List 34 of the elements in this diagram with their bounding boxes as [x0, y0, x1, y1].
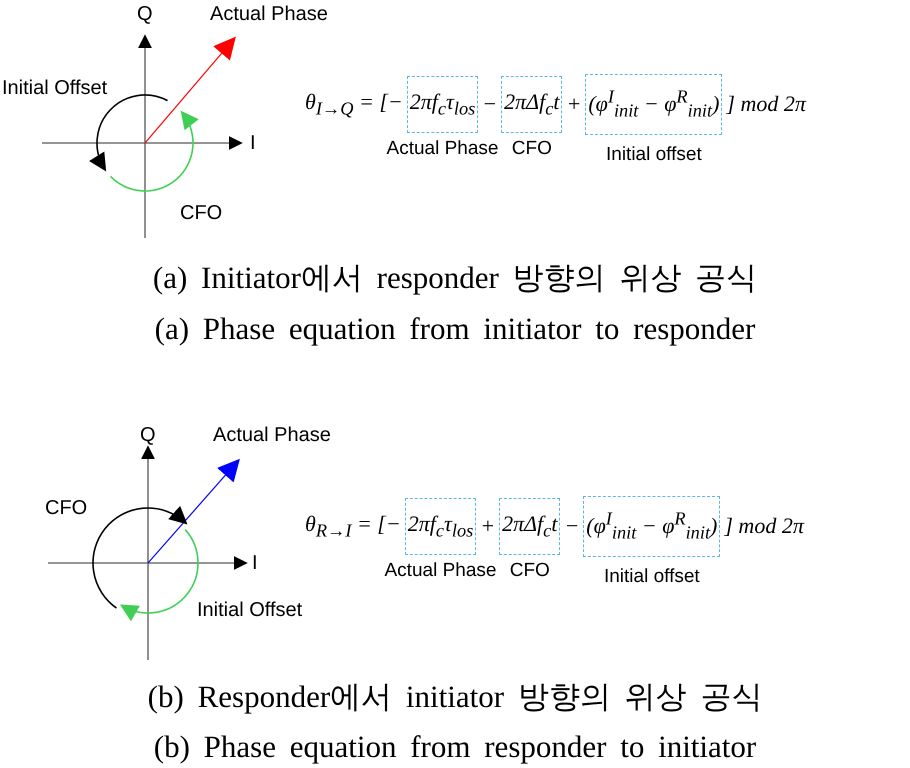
equation-term: (φ$^{I}$$_{init}$ − φ$^{R}$$_{init}$): [588, 91, 720, 116]
axis-label: Initial Offset: [197, 600, 302, 620]
equation-text: +: [480, 513, 496, 540]
equation-text: −: [564, 513, 580, 540]
axis-label: CFO: [45, 498, 88, 518]
term-label: Initial offset: [604, 566, 700, 588]
equation-text: θ$_{R→I}$ = [−: [305, 511, 401, 542]
equation-term: 2πΔf$_{c}$t: [504, 89, 560, 114]
figure-caption: (a) Phase equation from initiator to responder: [154, 313, 756, 344]
equation-term: 2πΔf$_{c}$t: [502, 511, 558, 536]
term-label: Actual Phase: [384, 560, 496, 582]
term-label: Initial offset: [606, 144, 702, 166]
axis-label: I: [252, 553, 258, 573]
equation-text: ] mod 2π: [726, 91, 806, 118]
equation-text: ] mod 2π: [724, 513, 804, 540]
axis-label: Q: [140, 425, 156, 445]
equation-text: +: [566, 91, 582, 118]
term-label: CFO: [512, 138, 552, 160]
axis-label: Initial Offset: [2, 78, 108, 98]
figure-caption: (b) Responder에서 initiator 방향의 위상 공식: [146, 681, 764, 712]
axis-label: Actual Phase: [210, 4, 328, 24]
term-label: Actual Phase: [386, 138, 498, 160]
axis-label: CFO: [180, 203, 222, 223]
axis-label: Actual Phase: [213, 425, 331, 445]
equation-text: θ$_{I→Q}$ = [−: [305, 89, 403, 120]
term-label: CFO: [510, 560, 550, 582]
figure-caption: (b) Phase equation from responder to initiator: [152, 731, 758, 762]
figure-caption: (a) Initiator에서 responder 방향의 위상 공식: [152, 262, 758, 293]
equation-term: (φ$^{I}$$_{init}$ − φ$^{R}$$_{init}$): [586, 513, 718, 538]
equation-text: −: [482, 91, 498, 118]
equation-term: 2πf$_{c}$τ$_{los}$: [408, 511, 474, 536]
axis-label: I: [250, 133, 256, 153]
equation-term: 2πf$_{c}$τ$_{los}$: [410, 89, 476, 114]
axis-label: Q: [137, 4, 153, 24]
